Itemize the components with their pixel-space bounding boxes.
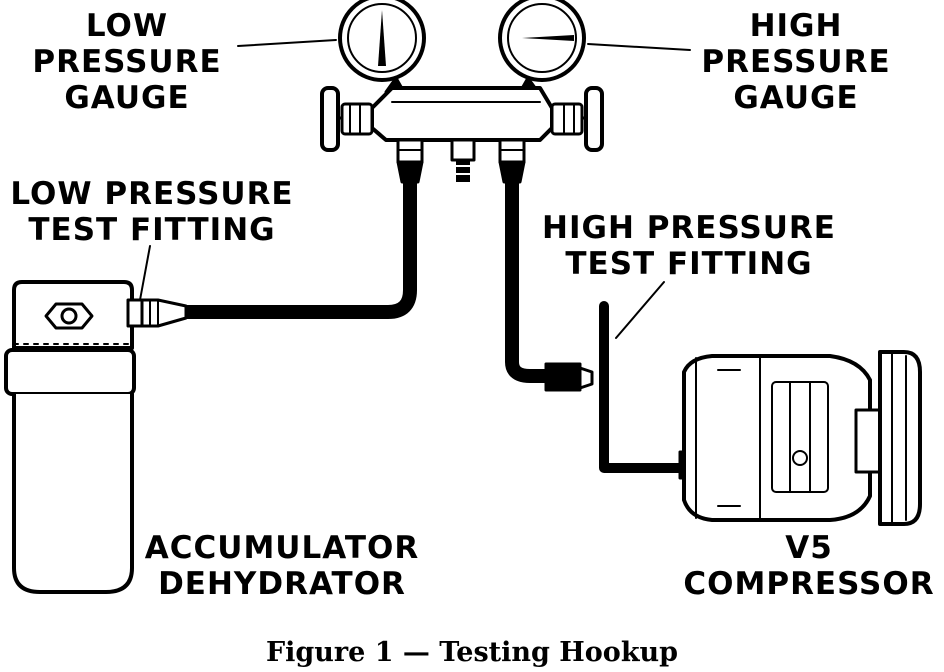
- leader-lines: [139, 39, 691, 339]
- accumulator-dehydrator-label: ACCUMULATOR DEHYDRATOR: [144, 530, 420, 602]
- v5-compressor-label: V5 COMPRESSOR: [683, 530, 935, 602]
- compressor-discharge-line: [599, 301, 689, 473]
- high-side-coupler: [544, 362, 582, 392]
- high-side-valve-knob-icon: [550, 86, 604, 152]
- v5-compressor: [682, 350, 922, 526]
- high-pressure-gauge-label: HIGH PRESSURE GAUGE: [701, 8, 891, 116]
- manifold-port-fittings: [396, 138, 526, 182]
- low-pressure-gauge-icon: [338, 0, 426, 94]
- low-pressure-hose: [179, 175, 417, 319]
- manifold-gauge-set: [320, 0, 604, 182]
- low-side-valve-knob-icon: [320, 86, 374, 152]
- low-pressure-test-fitting-label: LOW PRESSURE TEST FITTING: [10, 176, 294, 248]
- high-pressure-hose: [505, 175, 555, 383]
- hoses: [179, 160, 696, 480]
- accumulator-cap-nut-icon: [44, 302, 94, 330]
- high-pressure-test-fitting-label: HIGH PRESSURE TEST FITTING: [542, 210, 836, 282]
- figure-caption: Figure 1 — Testing Hookup: [265, 637, 679, 668]
- low-pressure-gauge-label: LOW PRESSURE GAUGE: [32, 8, 222, 116]
- accumulator-dehydrator: [4, 280, 188, 594]
- low-pressure-test-fitting-icon: [126, 298, 188, 328]
- compressor-pulley-icon: [878, 350, 922, 526]
- high-pressure-gauge-icon: [498, 0, 586, 94]
- manifold-body: [370, 86, 554, 142]
